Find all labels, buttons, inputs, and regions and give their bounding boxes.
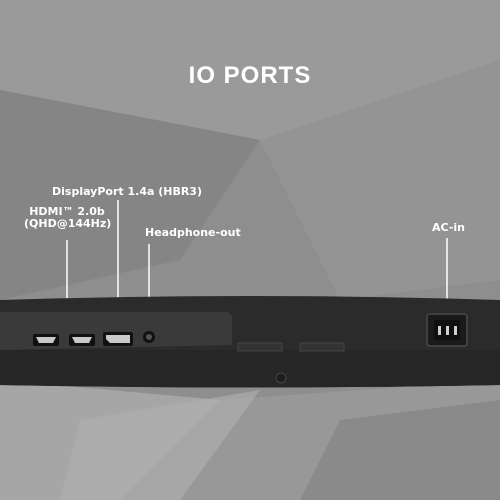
headphone-jack <box>143 331 155 343</box>
headphone-label: Headphone-out <box>145 226 241 239</box>
hdmi-label-line1: HDMI™ 2.0b <box>29 205 105 218</box>
ac-in-socket <box>426 313 468 347</box>
displayport-label: DisplayPort 1.4a (HBR3) <box>52 185 202 198</box>
screw-hole <box>275 372 287 384</box>
hdmi-callout-line <box>48 240 68 307</box>
displayport-port <box>103 332 133 346</box>
vesa-ridge-2 <box>299 342 345 352</box>
hdmi-port-1 <box>33 334 59 346</box>
hdmi-port-2 <box>69 334 95 346</box>
hdmi-label-line2: (QHD@144Hz) <box>24 217 112 230</box>
hdmi-label: HDMI™ 2.0b (QHD@144Hz) <box>24 205 112 230</box>
vesa-ridge-1 <box>237 342 283 352</box>
monitor-lower-edge <box>0 350 500 388</box>
page-title: IO PORTS <box>188 62 312 89</box>
ac-in-label: AC-in <box>432 221 466 234</box>
